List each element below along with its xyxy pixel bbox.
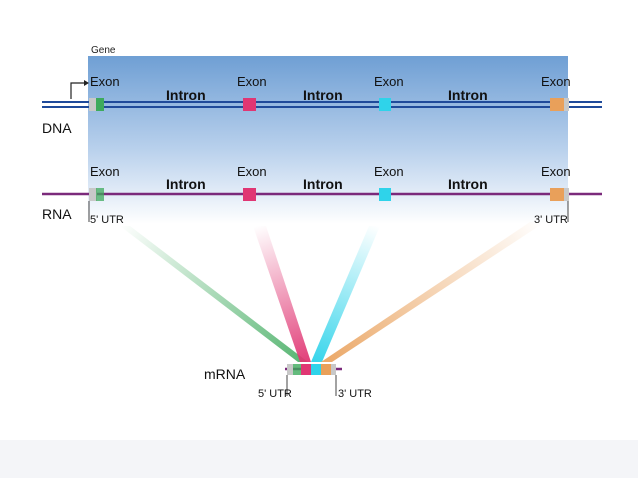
- rna-intron-label-1: Intron: [166, 176, 206, 192]
- dna-exon-4: [550, 98, 564, 111]
- rna-exon-label-2: Exon: [237, 164, 267, 179]
- rna-exon-label-1: Exon: [90, 164, 120, 179]
- mrna-utr3-label: 3' UTR: [338, 388, 372, 400]
- rna-intron-label-2: Intron: [303, 176, 343, 192]
- mrna-exon-1: [293, 364, 301, 375]
- splice-beam-2: [253, 226, 311, 362]
- splice-beam-3: [311, 226, 380, 362]
- rna-exon-4: [550, 188, 564, 201]
- rna-exon-1: [96, 188, 104, 201]
- arrowhead-icon: [84, 80, 89, 86]
- mrna-utr3: [331, 364, 336, 375]
- dna-exon-label-2: Exon: [237, 74, 267, 89]
- mrna-utr5-label: 5' UTR: [258, 388, 292, 400]
- mrna-exon-3: [311, 364, 321, 375]
- promoter-arrow-icon: [70, 82, 86, 99]
- rna-exon-3: [379, 188, 391, 201]
- dna-exon-1: [89, 98, 97, 111]
- dna-exon-label-4: Exon: [541, 74, 571, 89]
- mrna-label: mRNA: [204, 366, 246, 382]
- mrna-exon-2: [301, 364, 311, 375]
- gene-panel: [88, 56, 568, 224]
- rna-exon-1-utr: [89, 188, 97, 201]
- dna-intron-label-1: Intron: [166, 87, 206, 103]
- dna-exon-label-1: Exon: [90, 74, 120, 89]
- mrna-utr5: [287, 364, 293, 375]
- rna-exon-label-4: Exon: [541, 164, 571, 179]
- splice-beam-4: [321, 222, 545, 362]
- dna-exon-1-core: [96, 98, 104, 111]
- dna-exon-2: [243, 98, 256, 111]
- dna-intron-label-3: Intron: [448, 87, 488, 103]
- rna-intron-label-3: Intron: [448, 176, 488, 192]
- rna-utr5-label: 5' UTR: [90, 214, 124, 226]
- mrna-exon-4: [321, 364, 331, 375]
- dna-strand: [42, 101, 602, 108]
- rna-exon-label-3: Exon: [374, 164, 404, 179]
- gene-label: Gene: [91, 45, 116, 56]
- rna-exon-4-utr: [564, 188, 569, 201]
- rna-exon-2: [243, 188, 256, 201]
- dna-label: DNA: [42, 120, 72, 136]
- rna-label: RNA: [42, 206, 72, 222]
- dna-exon-4-utr: [564, 98, 569, 111]
- dna-exon-label-3: Exon: [374, 74, 404, 89]
- splice-beam-1: [120, 226, 308, 362]
- dna-exon-3: [379, 98, 391, 111]
- footer-band: [0, 440, 638, 478]
- mrna-exons: [287, 364, 336, 375]
- dna-intron-label-2: Intron: [303, 87, 343, 103]
